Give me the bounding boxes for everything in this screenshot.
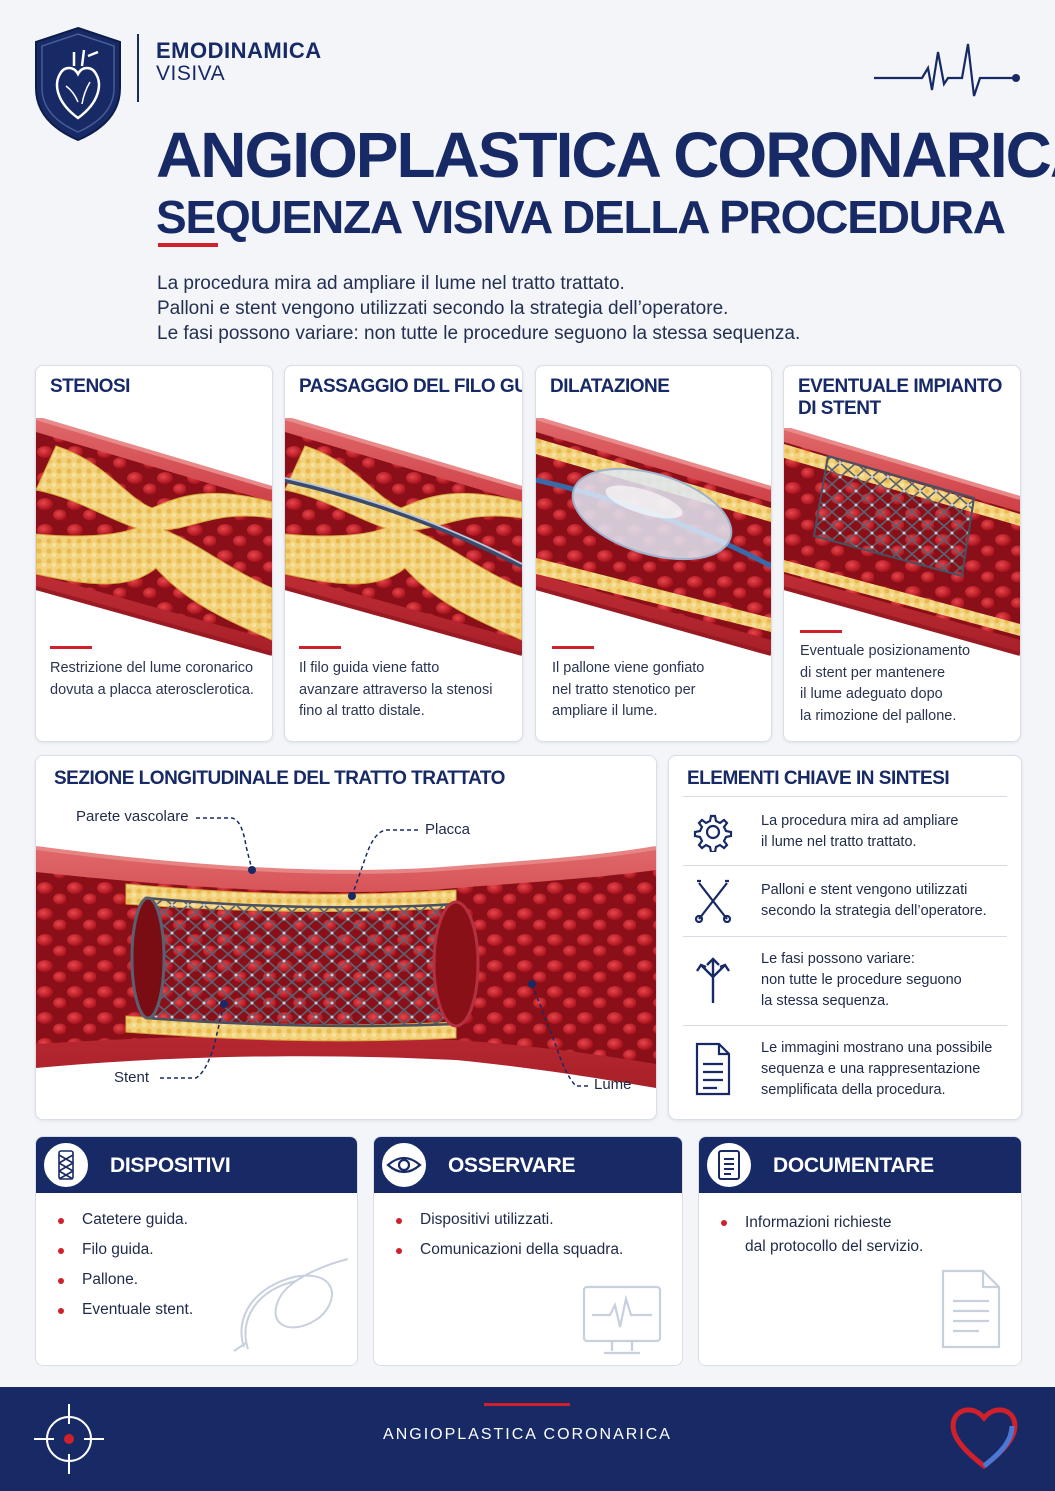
- header-divider: [137, 34, 139, 102]
- stent-illustration: [784, 428, 1020, 656]
- label-plaque: Placca: [425, 821, 471, 838]
- document-list: Informazioni richieste dal protocollo de…: [721, 1211, 923, 1259]
- step-dash: [299, 646, 341, 649]
- step-description: Restrizione del lume coronarico dovuta a…: [50, 660, 254, 698]
- devices-card: DISPOSITIVI Catetere guida. Filo guida. …: [35, 1136, 358, 1366]
- list-item: Filo guida.: [58, 1241, 193, 1259]
- brand-name: EMODINAMICA: [156, 38, 322, 63]
- label-wall: Parete vascolare: [76, 808, 189, 825]
- step-dash: [50, 646, 92, 649]
- devices-card-header: DISPOSITIVI: [36, 1137, 357, 1193]
- label-lumen: Lume: [594, 1076, 632, 1093]
- step-dash: [800, 630, 842, 633]
- key-text: Le immagini mostrano una possibile seque…: [761, 1040, 993, 1098]
- step-title: STENOSI: [50, 376, 130, 397]
- key-item: La procedura mira ad ampliare il lume ne…: [683, 797, 1007, 866]
- stenosis-illustration: [36, 418, 272, 656]
- key-title: ELEMENTI CHIAVE IN SINTESI: [687, 768, 950, 789]
- callout-lines: [160, 817, 588, 1087]
- section-title: SEZIONE LONGITUDINALE DEL TRATTO TRATTAT…: [54, 768, 505, 789]
- step-title: PASSAGGIO DEL FILO GUIDA: [299, 376, 522, 397]
- list-item: Eventuale stent.: [58, 1301, 193, 1319]
- document-card-header: DOCUMENTARE: [699, 1137, 1021, 1193]
- heart-logo-icon: [946, 1400, 1022, 1470]
- key-text: Le fasi possono variare: non tutte le pr…: [761, 951, 962, 1009]
- ecg-icon: [874, 40, 1024, 100]
- stent-icon: [42, 1141, 90, 1189]
- step-description: Il filo guida viene fatto avanzare attra…: [299, 660, 493, 719]
- step-card-stenosi: STENOSI Restrizione del lume coronarico …: [35, 365, 273, 742]
- step-card-dilatazione: DILATAZIONE Il pallone viene gonfiato ne…: [535, 365, 772, 742]
- intro-line-3: Le fasi possono variare: non tutte le pr…: [157, 323, 801, 344]
- key-text: Palloni e stent vengono utilizzati secon…: [761, 882, 987, 919]
- page-title: ANGIOPLASTICA CORONARICA: [156, 119, 1055, 191]
- page-subtitle: SEQUENZA VISIVA DELLA PROCEDURA: [156, 191, 1006, 243]
- step-description: Eventuale posizionamento di stent per ma…: [800, 643, 971, 724]
- monitor-icon: [582, 1285, 662, 1355]
- list-item: Catetere guida.: [58, 1211, 193, 1229]
- intro-line-1: La procedura mira ad ampliare il lume ne…: [157, 273, 625, 294]
- step-dash: [552, 646, 594, 649]
- intro-line-2: Palloni e stent vengono utilizzati secon…: [157, 298, 729, 319]
- document-card: DOCUMENTARE Informazioni richieste dal p…: [698, 1136, 1022, 1366]
- devices-list: Catetere guida. Filo guida. Pallone. Eve…: [58, 1211, 193, 1319]
- key-item: Palloni e stent vengono utilizzati secon…: [683, 866, 1007, 937]
- heart-icon: [55, 66, 101, 120]
- guidewire-illustration: [285, 418, 522, 656]
- label-stent: Stent: [114, 1069, 150, 1086]
- list-item: Comunicazioni della squadra.: [396, 1241, 623, 1259]
- paper-icon: [941, 1269, 1001, 1349]
- step-title: EVENTUALE IMPIANTO DI STENT: [798, 376, 1002, 419]
- longitudinal-section-panel: SEZIONE LONGITUDINALE DEL TRATTO TRATTAT…: [35, 755, 657, 1120]
- key-item: Le fasi possono variare: non tutte le pr…: [683, 937, 1007, 1026]
- document-icon: [695, 1042, 731, 1096]
- step-card-filo-guida: PASSAGGIO DEL FILO GUIDA Il filo guida v…: [284, 365, 523, 742]
- eye-icon: [380, 1141, 428, 1189]
- step-card-stent: EVENTUALE IMPIANTO DI STENT Eventuale po…: [783, 365, 1021, 742]
- devices-title: DISPOSITIVI: [110, 1154, 231, 1177]
- clipboard-icon: [705, 1141, 753, 1189]
- observe-card-header: OSSERVARE: [374, 1137, 682, 1193]
- document-title: DOCUMENTARE: [773, 1154, 934, 1177]
- footer-accent-line: [484, 1403, 570, 1406]
- list-item: Informazioni richieste dal protocollo de…: [721, 1211, 923, 1259]
- key-elements-panel: ELEMENTI CHIAVE IN SINTESI La procedura …: [668, 755, 1022, 1120]
- longitudinal-vessel-illustration: [36, 846, 656, 1088]
- catheter-icon: [233, 1258, 349, 1352]
- step-description: Il pallone viene gonfiato nel tratto ste…: [552, 660, 705, 719]
- observe-card: OSSERVARE Dispositivi utilizzati. Comuni…: [373, 1136, 683, 1366]
- gear-icon: [693, 814, 733, 852]
- footer-title: ANGIOPLASTICA CORONARICA: [383, 1426, 672, 1443]
- list-item: Pallone.: [58, 1271, 193, 1289]
- key-text: La procedura mira ad ampliare il lume ne…: [761, 813, 959, 850]
- crossed-tools-icon: [694, 879, 732, 923]
- key-item: Le immagini mostrano una possibile seque…: [683, 1026, 1007, 1114]
- logo-shield: [34, 26, 122, 142]
- title-underline: [158, 243, 218, 247]
- observe-list: Dispositivi utilizzati. Comunicazioni de…: [396, 1211, 623, 1259]
- brand-subname: VISIVA: [156, 62, 226, 85]
- balloon-illustration: [536, 418, 771, 656]
- key-title-divider: [683, 796, 1007, 797]
- list-item: Dispositivi utilizzati.: [396, 1211, 623, 1229]
- branching-arrows-icon: [696, 957, 730, 1003]
- step-title: DILATAZIONE: [550, 376, 670, 397]
- observe-title: OSSERVARE: [448, 1154, 576, 1177]
- crosshair-icon: [30, 1400, 108, 1478]
